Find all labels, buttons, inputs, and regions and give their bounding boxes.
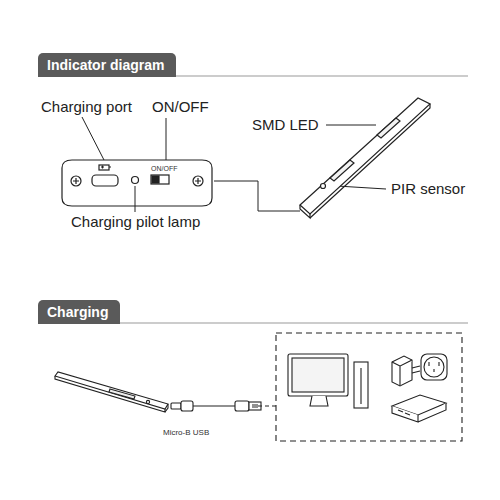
- usb-cable: [171, 401, 261, 411]
- part-label: Charging port: [40, 99, 133, 116]
- computer: [288, 354, 368, 408]
- light-bar-charging: [55, 372, 168, 412]
- connector-label: Micro-B USB: [162, 429, 210, 438]
- light-bar: [300, 98, 430, 218]
- part-label: PIR sensor: [390, 181, 466, 198]
- section-title: Indicator diagram: [47, 57, 164, 73]
- section-header: Indicator diagram: [38, 53, 176, 77]
- section-title: Charging: [47, 304, 108, 320]
- wall-adapter: [392, 354, 447, 386]
- power-source-box: [276, 333, 462, 441]
- part-label: ON/OFF: [151, 99, 210, 116]
- part-label: SMD LED: [251, 117, 320, 134]
- leader-lines: [82, 117, 386, 212]
- dashed-link: [258, 405, 276, 406]
- part-label: Charging pilot lamp: [70, 214, 201, 231]
- power-bank: [392, 395, 446, 422]
- section-header: Charging: [38, 300, 120, 324]
- switch-marking: ON/OFF: [150, 165, 178, 173]
- end-panel: [62, 160, 212, 206]
